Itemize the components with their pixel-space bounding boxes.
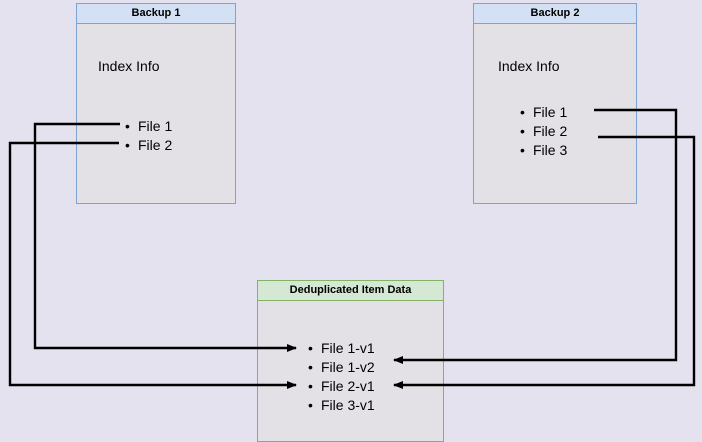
list-item[interactable]: File 2 — [520, 122, 567, 141]
list-item[interactable]: File 2-v1 — [308, 377, 375, 396]
list-item[interactable]: File 2 — [125, 136, 172, 155]
node-backup-1-title: Backup 1 — [77, 4, 235, 24]
node-backup-2-index-label: Index Info — [498, 58, 560, 74]
dedup-items: File 1-v1 File 1-v2 File 2-v1 File 3-v1 — [308, 339, 375, 415]
list-item[interactable]: File 3-v1 — [308, 396, 375, 415]
node-backup-1-file-list: File 1 File 2 — [125, 117, 172, 155]
node-backup-2[interactable]: Backup 2 Index Info File 1 File 2 File 3 — [473, 3, 637, 204]
list-item[interactable]: File 1 — [520, 103, 567, 122]
list-item[interactable]: File 1-v2 — [308, 358, 375, 377]
list-item[interactable]: File 1-v1 — [308, 339, 375, 358]
list-item[interactable]: File 3 — [520, 141, 567, 160]
node-backup-2-file-list: File 1 File 2 File 3 — [520, 103, 567, 160]
node-backup-1[interactable]: Backup 1 Index Info File 1 File 2 — [76, 3, 236, 204]
node-deduplicated-item-data-list: File 1-v1 File 1-v2 File 2-v1 File 3-v1 — [258, 281, 443, 441]
node-backup-2-title: Backup 2 — [474, 4, 636, 24]
list-item[interactable]: File 1 — [125, 117, 172, 136]
node-backup-1-index-label: Index Info — [98, 58, 160, 74]
node-deduplicated-item-data[interactable]: Deduplicated Item Data File 1-v1 File 1-… — [257, 280, 444, 442]
